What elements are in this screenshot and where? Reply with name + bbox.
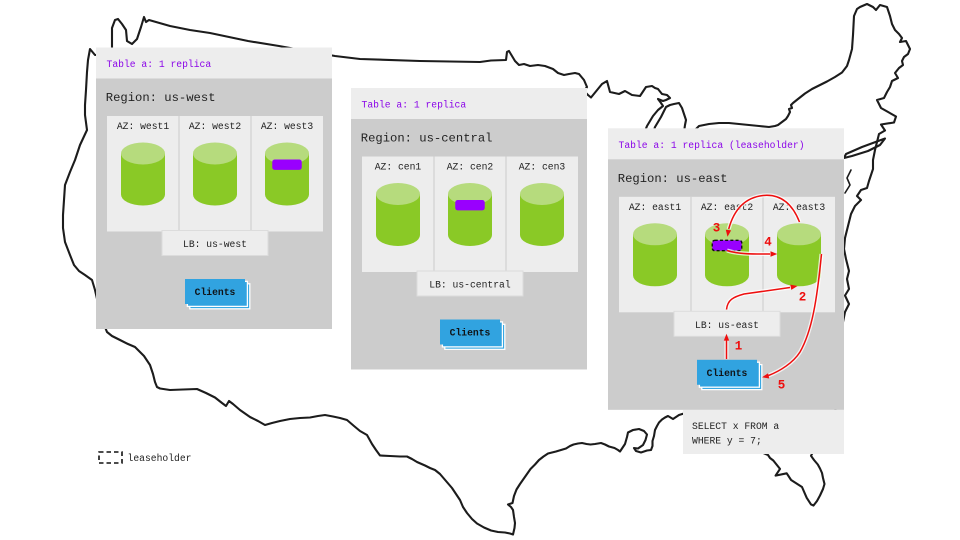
svg-text:LB: us-central: LB: us-central	[429, 280, 511, 291]
svg-text:Region: us-west: Region: us-west	[106, 91, 216, 105]
svg-text:2: 2	[799, 291, 807, 305]
svg-text:Clients: Clients	[450, 328, 491, 339]
svg-text:WHERE y = 7;: WHERE y = 7;	[692, 436, 762, 447]
svg-text:AZ: cen2: AZ: cen2	[447, 162, 494, 173]
svg-text:leaseholder: leaseholder	[128, 453, 192, 464]
svg-text:AZ: west3: AZ: west3	[261, 121, 314, 132]
svg-text:AZ: east3: AZ: east3	[773, 202, 826, 213]
svg-text:4: 4	[764, 236, 772, 250]
svg-text:AZ: west1: AZ: west1	[117, 121, 170, 132]
svg-text:AZ: east1: AZ: east1	[629, 202, 682, 213]
svg-text:5: 5	[778, 379, 786, 393]
svg-text:Region: us-east: Region: us-east	[618, 172, 728, 186]
svg-text:Table a: 1 replica (leaseholde: Table a: 1 replica (leaseholder)	[619, 140, 805, 151]
svg-text:LB: us-west: LB: us-west	[183, 239, 247, 250]
svg-text:Clients: Clients	[195, 287, 236, 298]
svg-text:AZ: east2: AZ: east2	[701, 202, 754, 213]
svg-text:AZ: cen1: AZ: cen1	[375, 162, 422, 173]
svg-text:Table a: 1 replica: Table a: 1 replica	[362, 100, 467, 111]
svg-text:3: 3	[713, 222, 721, 236]
svg-text:AZ: cen3: AZ: cen3	[519, 162, 566, 173]
svg-text:LB: us-east: LB: us-east	[695, 320, 759, 331]
svg-text:Region: us-central: Region: us-central	[361, 132, 493, 146]
svg-text:SELECT x FROM a: SELECT x FROM a	[692, 421, 779, 432]
svg-text:Clients: Clients	[707, 368, 748, 379]
svg-text:Table a: 1 replica: Table a: 1 replica	[107, 59, 212, 70]
svg-text:1: 1	[735, 340, 743, 354]
svg-text:AZ: west2: AZ: west2	[189, 121, 242, 132]
